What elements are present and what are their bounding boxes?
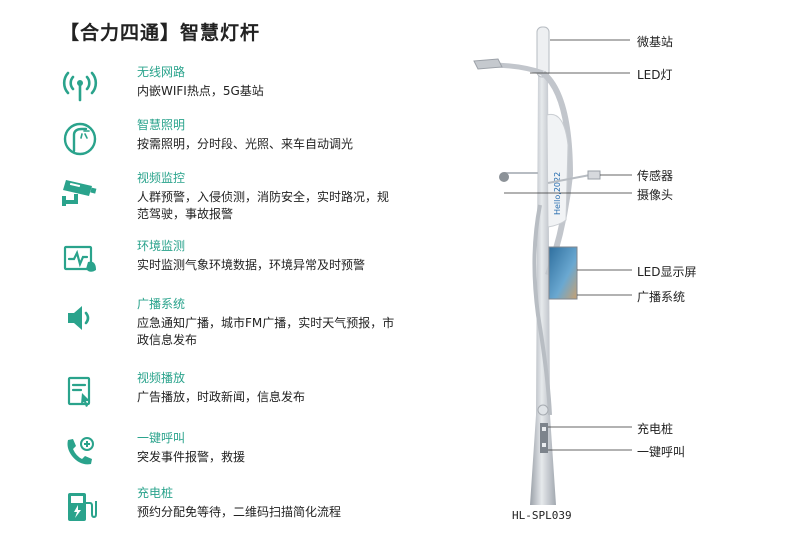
- feature-desc: 按需照明，分时段、光照、来车自动调光: [137, 137, 354, 151]
- label-sensor: 传感器: [637, 169, 674, 183]
- label-charger: 充电桩: [637, 422, 674, 436]
- wifi-antenna-icon: [60, 68, 100, 104]
- model-number: HL-SPL039: [512, 509, 572, 522]
- feature-desc: 广告播放，时政新闻，信息发布: [137, 390, 306, 404]
- sensor-module: [587, 170, 601, 180]
- banner-text: Hello,2022: [553, 172, 562, 215]
- feature-name: 视频监控: [137, 171, 186, 185]
- label-base-station: 微基站: [637, 35, 674, 49]
- smart-pole-illustration: Hello,2022: [473, 26, 632, 505]
- feature-name: 一键呼叫: [137, 431, 186, 445]
- feature-desc: 应急通知广播，城市FM广播，实时天气预报，市政信息发布: [137, 316, 395, 347]
- feature-desc: 突发事件报警，救援: [137, 450, 246, 464]
- feature-name: 充电桩: [137, 486, 174, 500]
- lamp-arm: [540, 70, 574, 276]
- led-display-module: [548, 246, 578, 300]
- feature-name: 广播系统: [137, 297, 186, 311]
- charging-station-icon: [60, 489, 100, 525]
- feature-desc: 预约分配免等待，二维码扫描简化流程: [137, 505, 342, 519]
- phone-call-icon: [60, 434, 100, 470]
- smart-pole-figure: Hello,2022 微基站 LED灯 传感器 摄像头 LED显示屏 广播系: [460, 15, 780, 530]
- label-led-light: LED灯: [637, 68, 673, 82]
- page-title: 【合力四通】智慧灯杆: [60, 22, 261, 44]
- label-broadcast: 广播系统: [637, 290, 686, 304]
- feature-desc: 人群预警，入侵侦测，消防安全，实时路况，规范驾驶，事故报警: [137, 190, 390, 221]
- label-camera: 摄像头: [637, 188, 674, 202]
- led-lamp-head: [473, 58, 503, 70]
- feature-name: 视频播放: [137, 371, 186, 385]
- label-emergency-call: 一键呼叫: [637, 445, 686, 459]
- environment-monitor-icon: [60, 242, 100, 278]
- base-station-module: [536, 26, 550, 78]
- cctv-camera-icon: [60, 174, 100, 210]
- street-lamp-icon: [60, 121, 100, 157]
- camera-module: [499, 172, 509, 182]
- call-button: [542, 443, 546, 447]
- label-led-display: LED显示屏: [637, 265, 697, 279]
- feature-name: 智慧照明: [137, 118, 186, 132]
- video-screen-icon: [60, 374, 100, 410]
- feature-desc: 内嵌WIFI热点，5G基站: [137, 84, 264, 98]
- feature-name: 环境监测: [137, 239, 186, 253]
- feature-name: 无线网路: [137, 65, 186, 79]
- charger-module: [540, 423, 548, 453]
- feature-desc: 实时监测气象环境数据，环境异常及时预警: [137, 258, 366, 272]
- speaker-icon: [60, 300, 100, 336]
